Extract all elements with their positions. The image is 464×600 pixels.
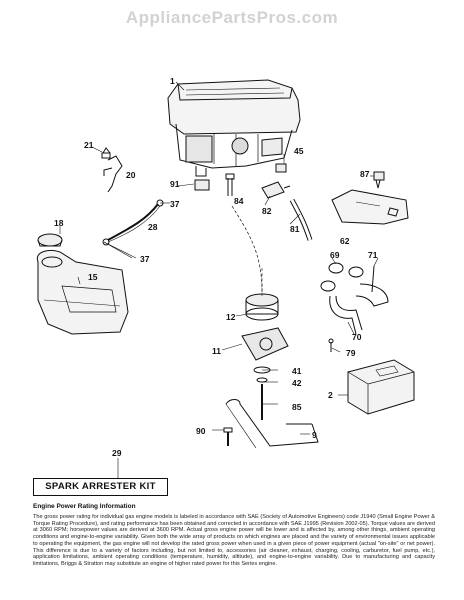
callout-41: 41 xyxy=(292,366,302,376)
callout-87: 87 xyxy=(360,169,370,179)
callout-79: 79 xyxy=(346,348,356,358)
fuel-tank xyxy=(36,233,129,335)
callout-91: 91 xyxy=(170,179,180,189)
callout-85: 85 xyxy=(292,402,302,412)
callout-1: 1 xyxy=(170,76,175,86)
engine-power-rating-text: The gross power rating for individual ga… xyxy=(33,514,435,567)
callout-12: 12 xyxy=(226,312,236,322)
callout-62: 62 xyxy=(340,236,350,246)
fuel-lines xyxy=(102,198,313,293)
exhaust-tubes xyxy=(320,262,389,352)
callout-labels: 1 21 20 45 91 84 37 87 82 18 28 81 62 37… xyxy=(54,76,378,458)
callout-2: 2 xyxy=(328,390,333,400)
callout-69: 69 xyxy=(330,250,340,260)
pulley-assembly xyxy=(241,268,289,420)
callout-70: 70 xyxy=(352,332,362,342)
small-components xyxy=(101,147,385,199)
callout-90: 90 xyxy=(196,426,206,436)
callout-11: 11 xyxy=(212,346,221,356)
leader-lines xyxy=(59,81,379,478)
engine-power-rating-heading: Engine Power Rating Information xyxy=(33,503,136,510)
callout-42: 42 xyxy=(292,378,302,388)
engine-part xyxy=(167,79,301,177)
callout-84: 84 xyxy=(234,196,244,206)
callout-28: 28 xyxy=(148,222,158,232)
muffler xyxy=(347,359,415,415)
callout-82: 82 xyxy=(262,206,272,216)
callout-71: 71 xyxy=(368,250,378,260)
spark-arrester-kit-label: SPARK ARRESTER KIT xyxy=(33,478,168,496)
callout-37-lower: 37 xyxy=(140,254,150,264)
brace-rod xyxy=(223,399,319,449)
callout-9: 9 xyxy=(312,430,317,440)
callout-15: 15 xyxy=(88,272,98,282)
callout-21: 21 xyxy=(84,140,94,150)
callout-81: 81 xyxy=(290,224,300,234)
callout-45: 45 xyxy=(294,146,304,156)
watermark-text: AppliancePartsPros.com xyxy=(125,8,339,27)
callout-29: 29 xyxy=(112,448,122,458)
callout-20: 20 xyxy=(126,170,136,180)
heat-shield xyxy=(331,189,409,225)
callout-18: 18 xyxy=(54,218,64,228)
callout-37-upper: 37 xyxy=(170,199,180,209)
